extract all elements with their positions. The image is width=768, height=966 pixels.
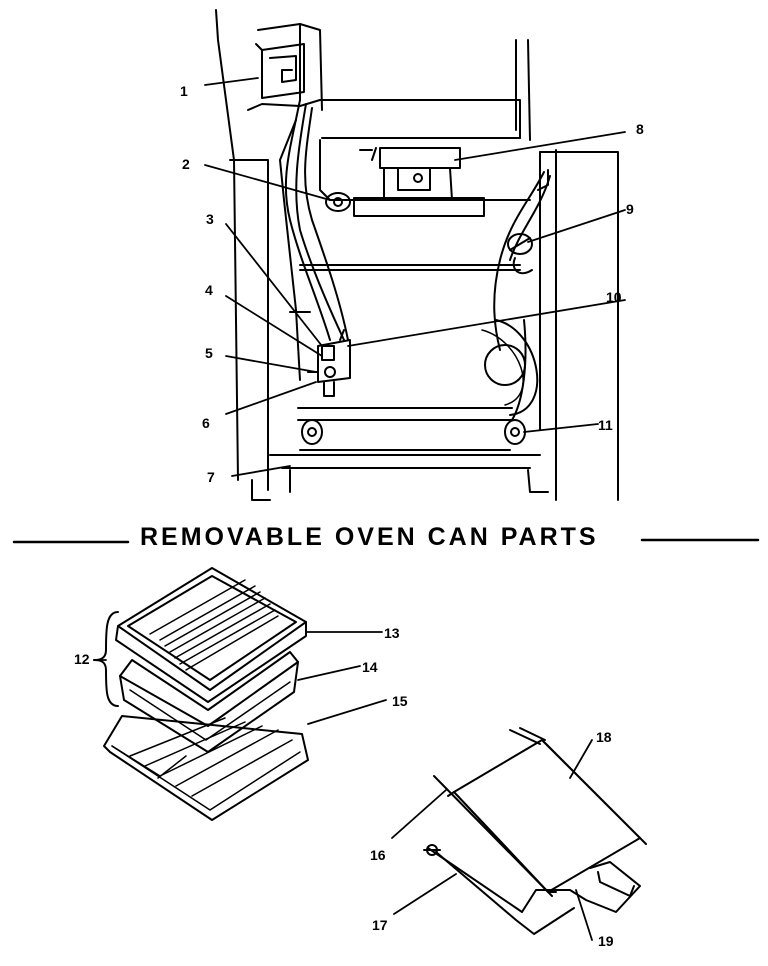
callout-3: 3 — [206, 211, 214, 227]
callout-1: 1 — [180, 83, 188, 99]
section-title: REMOVABLE OVEN CAN PARTS — [140, 523, 599, 551]
callout-19: 19 — [598, 933, 614, 949]
callout-4: 4 — [205, 282, 213, 298]
callout-5: 5 — [205, 345, 213, 361]
callout-9: 9 — [626, 201, 634, 217]
oven-cavity — [216, 10, 618, 500]
callout-18: 18 — [596, 729, 612, 745]
callout-10: 10 — [606, 289, 622, 305]
callout-2: 2 — [182, 156, 190, 172]
callout-17: 17 — [372, 917, 388, 933]
callout-16: 16 — [370, 847, 386, 863]
leader-lines-upper — [205, 78, 625, 476]
callout-12: 12 — [74, 651, 90, 667]
broiler-pan-assembly — [94, 568, 308, 820]
bake-element-assembly — [424, 728, 646, 934]
callout-8: 8 — [636, 121, 644, 137]
callout-7: 7 — [207, 469, 215, 485]
leader-lines-element — [392, 740, 592, 940]
callout-15: 15 — [392, 693, 408, 709]
leader-lines-pan — [94, 632, 386, 724]
callout-6: 6 — [202, 415, 210, 431]
section-divider — [14, 540, 758, 542]
callout-13: 13 — [384, 625, 400, 641]
callout-14: 14 — [362, 659, 378, 675]
callout-11: 11 — [598, 417, 613, 433]
